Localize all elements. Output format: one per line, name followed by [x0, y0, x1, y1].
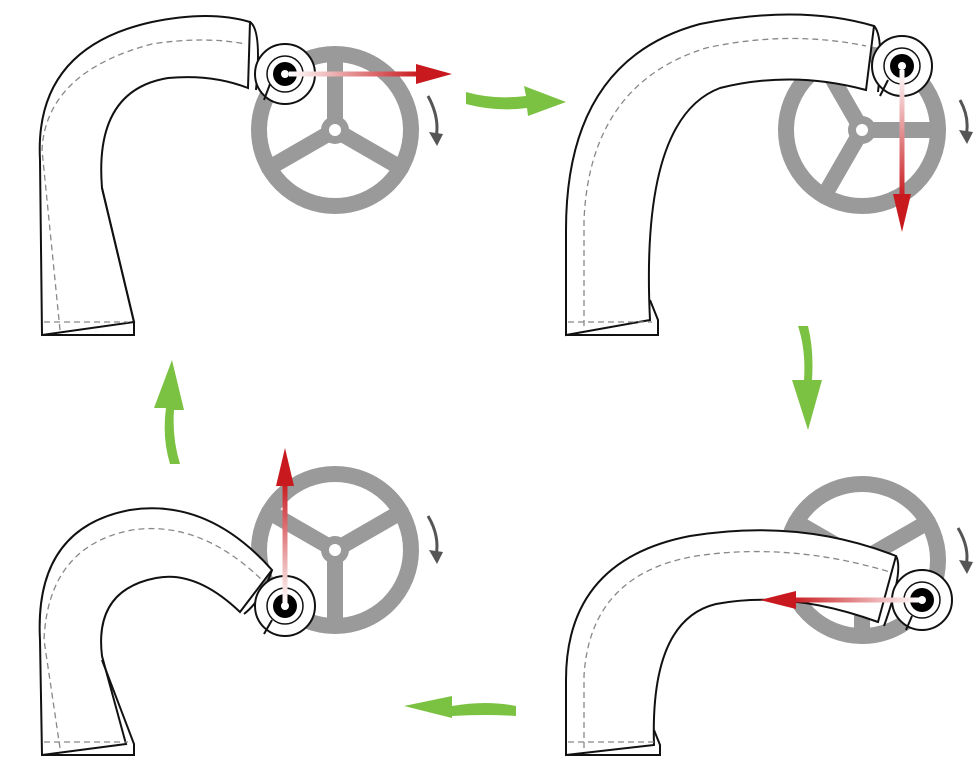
force-arrow-icon — [893, 70, 911, 232]
handwheel-icon — [251, 466, 419, 634]
cycle-arrow-icon — [792, 326, 822, 430]
step-1-panel — [38, 15, 452, 337]
bent-tube — [565, 529, 900, 757]
handwheel-icon — [251, 46, 419, 214]
cycle-arrow-icon — [466, 86, 566, 116]
clamp-roller — [254, 43, 316, 105]
force-arrow-icon — [276, 448, 294, 604]
cycle-arrow-icon — [404, 696, 516, 718]
bent-tube — [38, 15, 259, 337]
step-3-panel — [565, 476, 973, 757]
clockwise-arrow-icon — [426, 515, 443, 564]
step-4-panel — [38, 448, 443, 757]
force-arrow-icon — [289, 64, 452, 84]
clockwise-arrow-icon — [956, 527, 973, 574]
clamp-roller — [891, 569, 953, 631]
clockwise-arrow-icon — [958, 99, 973, 144]
bent-tube — [38, 507, 274, 757]
bent-tube — [565, 13, 882, 337]
step-2-panel — [565, 13, 973, 337]
cycle-arrow-icon — [154, 360, 184, 464]
clockwise-arrow-icon — [426, 95, 443, 146]
force-arrow-icon — [760, 591, 920, 609]
clamp-roller — [254, 575, 316, 637]
